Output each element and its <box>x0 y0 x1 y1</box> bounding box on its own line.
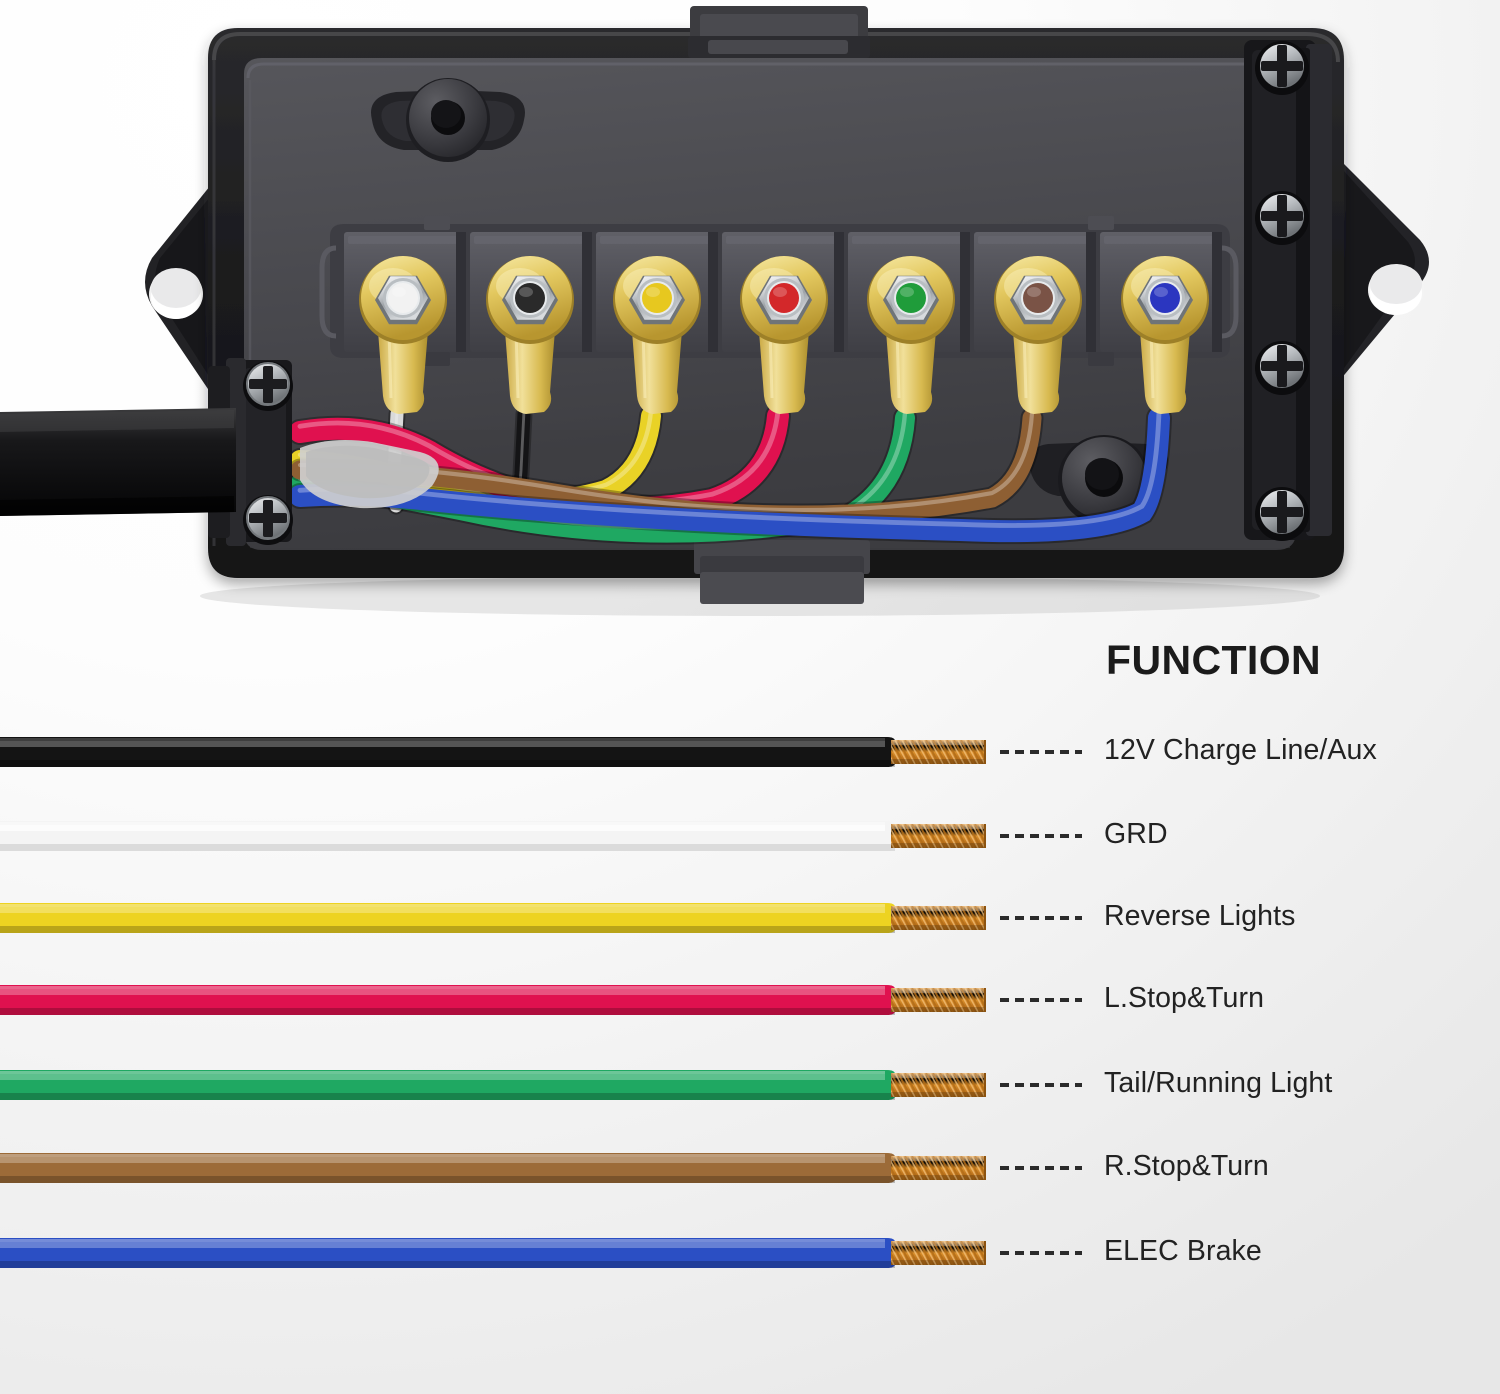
legend-wire-row <box>0 1238 1082 1268</box>
screw-right-1 <box>1255 41 1309 95</box>
legend-wire-row <box>0 821 1082 851</box>
terminal-color-dot <box>896 283 926 313</box>
terminal-color-dot <box>1150 283 1180 313</box>
terminal-2[interactable] <box>486 256 574 414</box>
terminal-color-dot <box>388 283 418 313</box>
legend-label-black: 12V Charge Line/Aux <box>1104 734 1377 766</box>
screw-left-bottom <box>243 495 293 545</box>
legend-label-brown: R.Stop&Turn <box>1104 1150 1269 1182</box>
screw-right-4 <box>1255 487 1309 541</box>
terminal-1[interactable] <box>359 256 447 414</box>
legend-wire-row <box>0 1070 1082 1100</box>
legend-wire-row <box>0 985 1082 1015</box>
legend-label-yellow: Reverse Lights <box>1104 900 1296 932</box>
legend-label-pink: L.Stop&Turn <box>1104 982 1265 1014</box>
terminal-lugs <box>359 256 1209 414</box>
terminal-color-dot <box>642 283 672 313</box>
terminal-color-dot <box>1023 283 1053 313</box>
right-strain-relief <box>1244 40 1332 541</box>
screw-left-top <box>243 361 293 411</box>
cable-gland-post-bottom <box>1028 435 1168 525</box>
main-cable-jacket <box>0 408 236 516</box>
screw-right-2 <box>1255 191 1309 245</box>
terminal-5[interactable] <box>867 256 955 414</box>
terminal-6[interactable] <box>994 256 1082 414</box>
legend-label-blue: ELEC Brake <box>1104 1235 1262 1267</box>
legend-wire-row <box>0 903 1082 933</box>
terminal-color-dot <box>769 283 799 313</box>
terminal-4[interactable] <box>740 256 828 414</box>
bottom-latch <box>694 540 870 604</box>
legend-title: FUNCTION <box>1106 637 1322 683</box>
top-latch <box>688 6 870 58</box>
legend-wire-row <box>0 737 1082 767</box>
cable-gland-post-top <box>371 78 525 162</box>
terminal-3[interactable] <box>613 256 701 414</box>
legend-label-green: Tail/Running Light <box>1104 1067 1333 1099</box>
screw-right-3 <box>1255 341 1309 395</box>
terminal-7[interactable] <box>1121 256 1209 414</box>
terminal-color-dot <box>515 283 545 313</box>
legend-label-white: GRD <box>1104 818 1168 850</box>
legend-wire-row <box>0 1153 1082 1183</box>
